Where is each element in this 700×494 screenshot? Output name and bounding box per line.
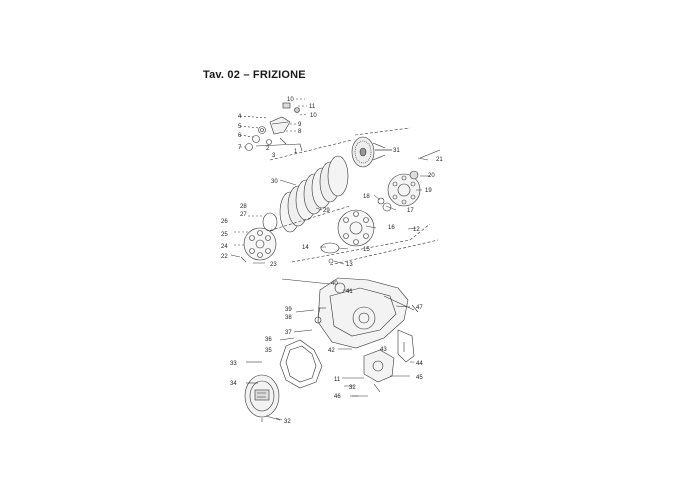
callout-24: 24 bbox=[221, 244, 228, 250]
callout-37: 37 bbox=[285, 330, 292, 336]
callout-19: 19 bbox=[425, 188, 432, 194]
callout-32: 32 bbox=[349, 385, 356, 391]
cover-gasket bbox=[279, 339, 323, 389]
callout-46: 46 bbox=[334, 394, 341, 400]
diagram-title: Tav. 02 – FRIZIONE bbox=[203, 69, 306, 81]
callout-25: 25 bbox=[221, 232, 228, 238]
clutch-basket-gear bbox=[351, 127, 411, 168]
fasteners bbox=[246, 307, 321, 421]
callout-9: 9 bbox=[298, 122, 302, 128]
callout-43: 43 bbox=[380, 347, 387, 353]
callout-33: 33 bbox=[230, 361, 237, 367]
callout-17: 17 bbox=[407, 208, 414, 214]
callout-6: 6 bbox=[238, 133, 242, 139]
callout-35: 35 bbox=[265, 348, 272, 354]
clutch-hub bbox=[377, 149, 441, 212]
hub-plate bbox=[291, 209, 439, 266]
callout-26: 26 bbox=[221, 219, 228, 225]
leader-lines bbox=[230, 149, 430, 421]
callout-2: 2 bbox=[266, 146, 270, 152]
callout-11: 11 bbox=[309, 104, 316, 110]
clutch-plates-pack bbox=[264, 139, 353, 233]
callout-42: 42 bbox=[328, 348, 335, 354]
callout-22: 22 bbox=[221, 254, 228, 260]
callout-30: 30 bbox=[271, 179, 278, 185]
callout-15: 15 bbox=[363, 247, 370, 253]
pressure-plate bbox=[234, 212, 278, 264]
callout-5: 5 bbox=[238, 124, 242, 130]
callout-23: 23 bbox=[270, 262, 277, 268]
callout-10: 10 bbox=[287, 97, 294, 103]
callout-41: 41 bbox=[346, 289, 353, 295]
outer-cover bbox=[244, 374, 280, 422]
callout-1: 1 bbox=[294, 149, 298, 155]
callout-3: 3 bbox=[272, 153, 276, 159]
callout-21: 21 bbox=[436, 157, 443, 163]
callout-27: 27 bbox=[240, 212, 247, 218]
side-cover bbox=[314, 277, 415, 349]
callout-28: 28 bbox=[240, 204, 247, 210]
callout-47: 47 bbox=[416, 305, 423, 311]
callout-12: 12 bbox=[413, 227, 420, 233]
callout-7: 7 bbox=[238, 145, 242, 151]
callout-18: 18 bbox=[363, 194, 370, 200]
callout-20: 20 bbox=[428, 173, 435, 179]
callout-10b: 10 bbox=[310, 113, 317, 119]
callout-32b: 32 bbox=[284, 419, 291, 425]
small-parts-cluster bbox=[239, 98, 309, 152]
callout-31: 31 bbox=[393, 148, 400, 154]
callout-36: 36 bbox=[265, 337, 272, 343]
callout-14: 14 bbox=[302, 245, 309, 251]
callout-39: 39 bbox=[285, 307, 292, 313]
callout-11b: 11 bbox=[334, 377, 341, 383]
callout-45: 45 bbox=[416, 375, 423, 381]
callout-16: 16 bbox=[388, 225, 395, 231]
callout-38: 38 bbox=[285, 315, 292, 321]
callout-labels: 10 11 10 9 8 4 5 6 7 2 3 1 31 30 29 28 2… bbox=[221, 97, 443, 425]
callout-34: 34 bbox=[230, 381, 237, 387]
callout-40: 40 bbox=[331, 281, 338, 287]
callout-4: 4 bbox=[238, 114, 242, 120]
callout-44: 44 bbox=[416, 361, 423, 367]
callout-13: 13 bbox=[346, 262, 353, 268]
callout-8: 8 bbox=[298, 129, 302, 135]
callout-29: 29 bbox=[323, 208, 330, 214]
